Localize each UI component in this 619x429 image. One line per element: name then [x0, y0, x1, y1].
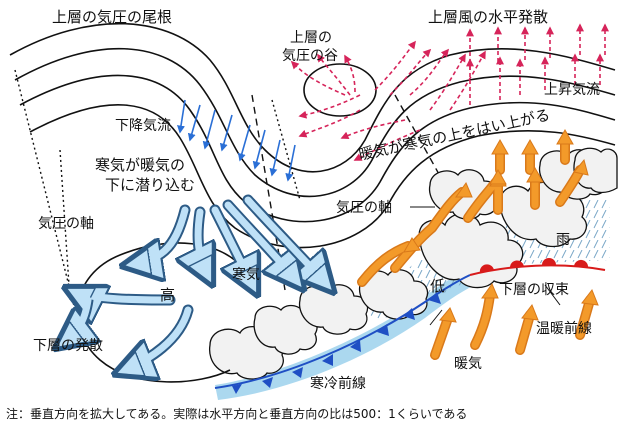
upper-trough-circle: [303, 63, 377, 117]
upper-contour-lines: [9, 22, 616, 249]
pressure-axis-lines: [14, 69, 471, 311]
label-lower-convergence: 下層の収束: [499, 282, 569, 298]
label-cold-under-2: 下に潜り込む: [105, 176, 195, 194]
diagram-footnote: 注：垂直方向を拡大してある。実際は水平方向と垂直方向の比は500：1くらいである: [6, 407, 468, 421]
label-pressure-axis-left: 気圧の軸: [38, 216, 94, 232]
leader-lines: [410, 206, 561, 326]
label-warm-air: 暖気: [454, 356, 482, 372]
warm-air-arrows: [357, 128, 599, 360]
cloud-masses: [209, 147, 618, 380]
label-upper-trough-1: 上層の: [290, 30, 332, 46]
cold-air-arrows: [60, 194, 330, 372]
label-rain: 雨: [556, 232, 570, 248]
cold-front-line: [214, 274, 471, 394]
label-cold-air: 寒気: [232, 266, 260, 283]
label-upper-divergence: 上層風の水平発散: [428, 8, 548, 26]
label-pressure-axis-right: 気圧の軸: [336, 200, 392, 216]
label-cold-front: 寒冷前線: [310, 375, 366, 392]
label-descending-flow: 下降気流: [115, 118, 171, 134]
descending-airflow-arrows: [177, 99, 296, 182]
label-low: 低: [430, 277, 445, 295]
label-high: 高: [160, 286, 175, 304]
label-cold-under-1: 寒気が暖気の: [95, 156, 185, 174]
label-lower-divergence: 下層の発散: [33, 338, 103, 354]
upper-divergence-arrows: [290, 23, 609, 161]
label-ascending-flow: 上昇気流: [544, 82, 600, 98]
label-upper-ridge: 上層の気圧の尾根: [52, 8, 172, 26]
label-upper-trough-2: 気圧の谷: [282, 48, 338, 64]
warm-front-line: [469, 258, 606, 276]
label-warm-front: 温暖前線: [536, 320, 592, 337]
